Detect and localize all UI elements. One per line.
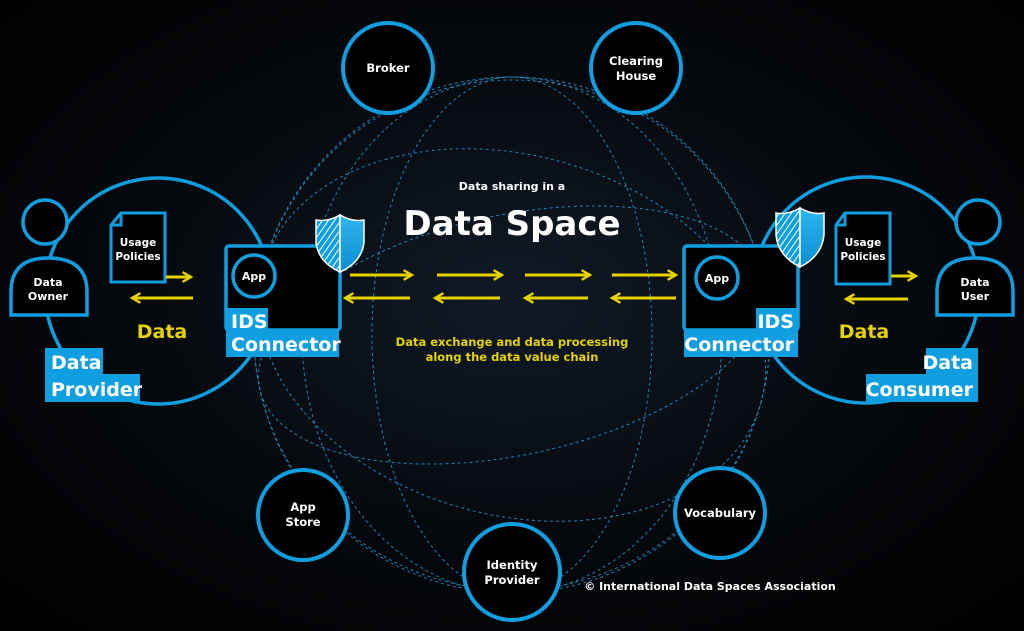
data-user-label: User [961,290,990,303]
app-store-circle [256,468,350,562]
data-owner-label: Owner [28,290,69,303]
copyright: © International Data Spaces Association [584,580,836,593]
app-circle [694,255,740,301]
data-consumer-label: Consumer [866,379,974,401]
usage-policies-label: Policies [840,251,885,263]
app-circle [231,253,277,299]
data-exchange-arrows [342,269,679,304]
person-icon [954,198,1002,246]
identity-provider-label: Identity [487,558,538,572]
caption-line1: Data exchange and data processing [396,335,629,349]
vocabulary-circle [673,466,767,560]
usage-policies-label: Policies [115,251,160,263]
identity-provider-circle [462,522,562,622]
document-icon [109,211,167,284]
app-label: App [242,270,266,283]
data-provider-label: Data [51,352,102,374]
subtitle: Data sharing in a [459,180,565,193]
clearing-house-label: House [616,69,657,83]
data-owner-label: Data [33,276,62,289]
usage-policies-label: Usage [120,237,157,249]
person-icon [21,198,69,246]
data-provider-label: Provider [51,379,143,401]
app-store-label: App [290,500,315,514]
data-flow-label: Data [137,321,188,343]
shield-icon [315,213,365,274]
data-provider-group: Data Owner Usage Policies Data Data Prov… [9,176,365,406]
broker-circle [341,21,435,115]
app-store-label: Store [285,515,320,529]
person-body-icon [935,256,1015,317]
page-title: Data Space [403,204,620,244]
app-label: App [705,272,729,285]
clearing-house-label: Clearing [609,54,663,68]
person-body-icon [9,256,89,317]
role-label-bg [45,348,103,376]
caption-line2: along the data value chain [426,350,599,364]
data-flow-label: Data [839,321,890,343]
usage-policies-label: Usage [845,237,882,249]
role-label-bg [45,374,140,402]
data-consumer-group: Data User Usage Policies Data Data Consu… [682,175,1015,405]
data-consumer-label: Data [923,352,974,374]
ids-connector-label: IDS [757,311,794,333]
ids-connector-label: Connector [231,334,341,356]
clearing-house-circle [589,21,683,115]
broker-label: Broker [366,61,409,75]
ids-connector-label: Connector [684,334,794,356]
data-user-label: Data [960,276,989,289]
shield-icon [775,206,825,269]
identity-provider-label: Provider [484,573,539,587]
vocabulary-label: Vocabulary [684,506,757,520]
document-icon [834,211,892,286]
ids-connector-label: IDS [231,311,268,333]
